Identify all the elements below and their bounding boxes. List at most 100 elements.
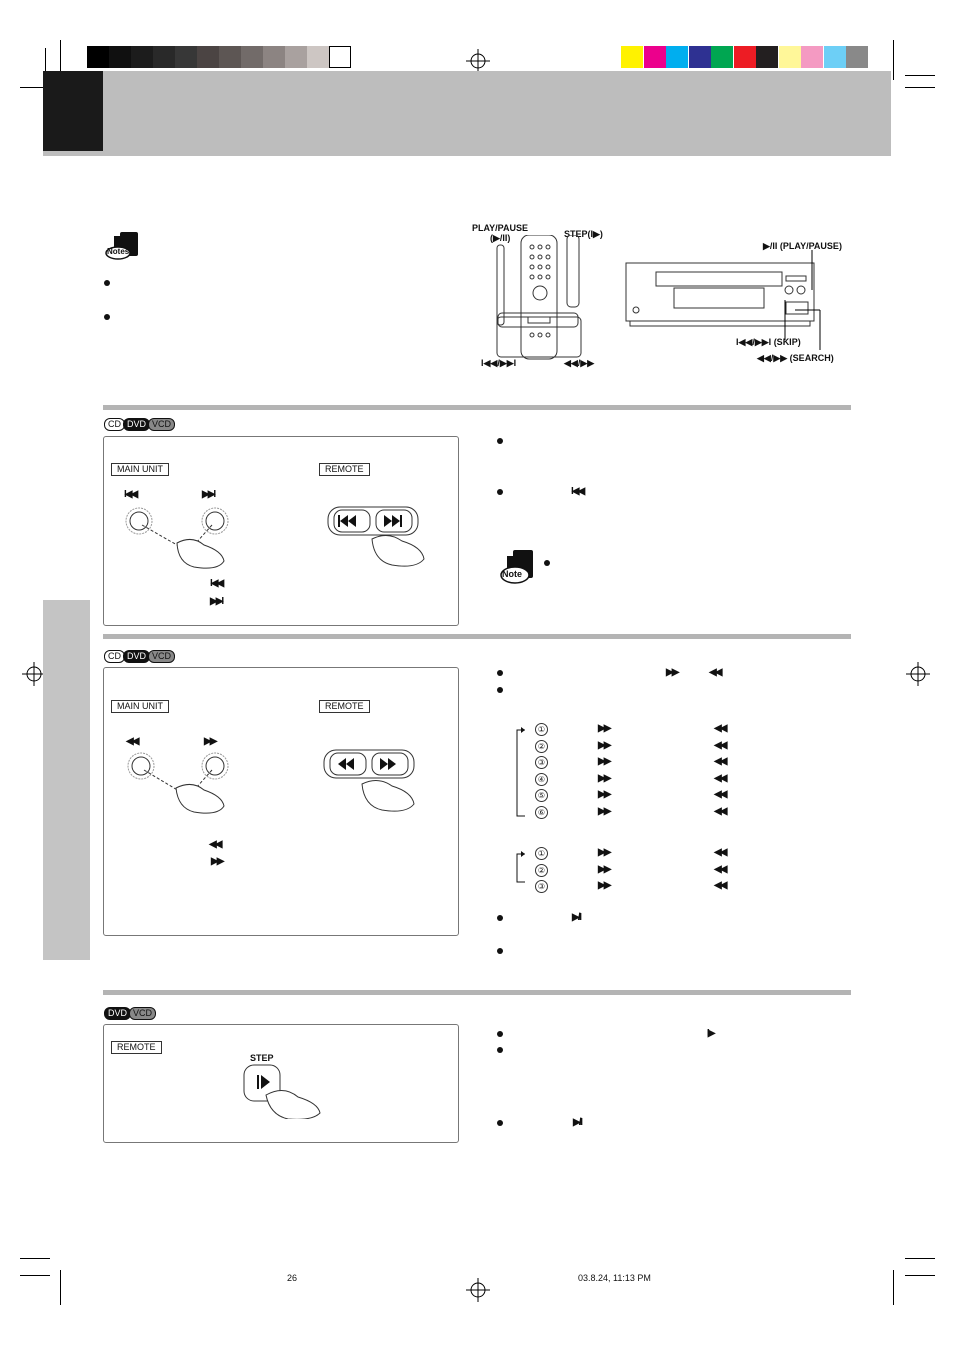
notes-bullet	[104, 280, 110, 286]
registration-mark-top	[466, 49, 490, 73]
color-swatch	[87, 46, 109, 68]
color-swatch	[733, 46, 756, 68]
search-bullet	[497, 948, 503, 954]
remote-search-buttons-illustration	[323, 749, 415, 812]
color-swatch	[219, 46, 241, 68]
speed-bracket-b	[516, 851, 525, 883]
color-swatch	[643, 46, 666, 68]
remote-search-label: ◀◀/▶▶	[564, 358, 595, 368]
ff-speed-symbol: ▶▶	[598, 772, 611, 784]
color-swatch	[263, 46, 285, 68]
registration-mark-bottom	[466, 1278, 490, 1302]
note-icon: Note	[499, 550, 535, 586]
disc-badge-dvd: DVD	[123, 650, 151, 663]
search-bullet-rew: ◀◀	[709, 667, 722, 678]
rew-speed-symbol: ◀◀	[714, 756, 727, 768]
step-bullet-symbol: I▶	[707, 1028, 716, 1039]
color-swatch	[688, 46, 711, 68]
remote-step-button-illustration	[243, 1064, 321, 1119]
chapter-tab-block	[43, 71, 103, 151]
rew-speed-symbol: ◀◀	[714, 847, 727, 858]
skip-panel: MAIN UNIT REMOTE I◀◀ ▶▶I I◀◀ ▶▶I	[103, 436, 459, 626]
color-swatch	[175, 46, 197, 68]
ff-speed-symbol: ▶▶	[598, 723, 611, 734]
color-swatch	[778, 46, 801, 68]
speed-step-number: ⑥	[535, 806, 548, 819]
color-swatch	[131, 46, 153, 68]
color-swatch	[241, 46, 263, 68]
rew-speed-symbol: ◀◀	[714, 772, 727, 784]
ff-speed-symbol: ▶▶	[598, 847, 611, 858]
search-resume-symbol: ▶/II	[572, 912, 582, 923]
remote-step-label: STEP(I▶)	[564, 229, 603, 239]
step-bullet	[497, 1047, 503, 1053]
notes-icon-text: Notes	[107, 247, 130, 256]
unit-play-pause-label: ▶/II (PLAY/PAUSE)	[763, 241, 842, 251]
step-resume-symbol: ▶/II	[573, 1117, 583, 1128]
unit-search-label: ◀◀/▶▶ (SEARCH)	[757, 353, 834, 363]
rew-speed-symbol: ◀◀	[714, 863, 727, 875]
color-swatch	[109, 46, 131, 68]
color-swatch	[756, 46, 778, 68]
step-button-label: STEP	[250, 1053, 274, 1063]
search-bullet	[497, 670, 503, 676]
disc-badge-cd: CD	[104, 650, 125, 663]
color-swatch	[666, 46, 688, 68]
color-swatch	[153, 46, 175, 68]
skip-bullet-symbol: I◀◀	[571, 486, 585, 497]
search-bullet	[497, 915, 503, 921]
legend-prev-symbol: I◀◀	[210, 578, 224, 589]
color-swatch	[307, 46, 329, 68]
search-bullet	[497, 687, 503, 693]
speed-bracket-a	[516, 727, 525, 817]
color-swatch	[285, 46, 307, 68]
print-timestamp: 03.8.24, 11:13 PM	[578, 1273, 651, 1283]
color-swatch	[711, 46, 733, 68]
ff-speed-symbol: ▶▶	[598, 789, 611, 801]
main-unit-label: MAIN UNIT	[111, 700, 169, 713]
disc-badge-vcd: VCD	[129, 1007, 157, 1020]
step-bullet	[497, 1031, 503, 1037]
section-rule-step	[103, 990, 851, 995]
main-unit-skip-buttons-illustration	[125, 507, 229, 569]
page-number: 26	[287, 1273, 298, 1283]
section-rule-skip	[103, 405, 851, 410]
disc-badge-vcd: VCD	[148, 418, 176, 431]
remote-label: REMOTE	[319, 463, 370, 476]
registration-mark-left	[22, 662, 46, 686]
registration-mark-right	[906, 662, 930, 686]
ff-speed-symbol: ▶▶	[598, 806, 611, 817]
ff-speed-symbol: ▶▶	[598, 880, 611, 892]
notes-bullet	[104, 314, 110, 320]
disc-badge-vcd: VCD	[148, 650, 176, 663]
rew-speed-symbol: ◀◀	[714, 806, 727, 817]
notes-icon: Notes	[104, 230, 140, 260]
color-swatch	[621, 46, 643, 68]
unit-skip-label: I◀◀/▶▶I (SKIP)	[736, 337, 801, 347]
skip-next-symbol: ▶▶I	[202, 489, 216, 500]
legend-rew-symbol: ◀◀	[209, 839, 222, 850]
rew-speed-symbol: ◀◀	[714, 739, 727, 751]
color-swatch	[846, 46, 868, 68]
disc-badge-dvd: DVD	[104, 1007, 132, 1020]
main-unit-label: MAIN UNIT	[111, 463, 169, 476]
speed-step-number: ③	[535, 756, 548, 770]
disc-badge-dvd: DVD	[123, 418, 151, 431]
search-ff-symbol: ▶▶	[204, 736, 217, 747]
speed-step-number: ③	[535, 880, 548, 894]
rew-speed-symbol: ◀◀	[714, 880, 727, 892]
remote-skip-buttons-illustration	[327, 506, 425, 567]
note-bullet	[544, 560, 550, 566]
search-rew-symbol: ◀◀	[126, 736, 139, 747]
remote-label: REMOTE	[111, 1041, 162, 1054]
main-unit-search-buttons-illustration	[127, 752, 229, 814]
search-panel: MAIN UNIT REMOTE ◀◀ ▶▶ ◀◀ ▶▶	[103, 667, 459, 936]
speed-step-number: ②	[535, 739, 548, 753]
note-icon-text: Note	[502, 569, 522, 579]
page-header-bar	[43, 71, 891, 156]
speed-step-number: ④	[535, 772, 548, 786]
side-chapter-tab	[43, 600, 90, 960]
color-swatch	[823, 46, 846, 68]
